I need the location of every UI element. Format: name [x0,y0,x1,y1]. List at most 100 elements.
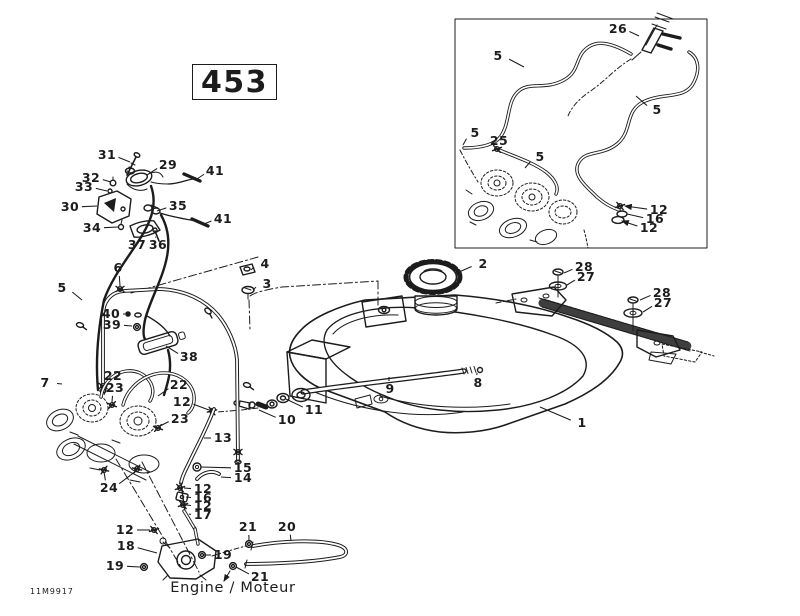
part-callout-12: 12 [639,219,659,235]
model-code-box: 453 [192,64,277,100]
part-callout-38: 38 [179,348,199,364]
part-callout-29: 29 [158,156,178,172]
fasteners-top [130,256,379,331]
model-code: 453 [200,64,269,100]
part-callout-40: 40 [101,305,121,321]
callout-leader-lines [56,31,653,575]
part-callout-41: 41 [205,162,225,178]
tank-flange [361,295,407,328]
primer-pump-29 [124,167,169,191]
part-callout-22: 22 [103,367,123,383]
part-callout-21: 21 [250,568,270,584]
part-callout-10: 10 [277,411,297,427]
fitting-8 [476,366,484,374]
part-callout-12: 12 [115,521,135,537]
part-callout-31: 31 [97,146,117,162]
bolt-washer-stack-b [623,296,643,332]
part-callout-26: 26 [608,20,628,36]
tank-console-opening [323,306,587,413]
pickup-tube [291,366,484,404]
hose-end-41b [190,217,210,228]
part-callout-39: 39 [102,316,122,332]
oil-injection-valve [631,12,682,61]
part-callout-3: 3 [262,275,272,291]
part-callout-37: 37 [127,236,147,252]
seat-rail-bracket [495,268,715,365]
part-callout-5: 5 [535,148,545,164]
part-callout-21: 21 [238,518,258,534]
fuel-pump [139,537,217,581]
bracket-30 [96,190,132,224]
part-callout-23: 23 [170,410,190,426]
part-callout-23: 23 [105,379,125,395]
part-callout-6: 6 [113,259,123,275]
part-callout-24: 24 [99,479,119,495]
clamp-24b [131,464,143,474]
engine-label: Engine / Moteur [170,580,296,596]
vent-line-main [75,285,256,465]
inline-filter-38 [137,331,186,355]
part-callout-18: 18 [116,537,136,553]
bolt-washer-stack-a [548,268,568,298]
part-callout-36: 36 [148,236,168,252]
hose-end-41a [182,172,202,183]
part-callout-11: 11 [304,401,324,417]
screw-3 [241,285,255,295]
part-callout-2: 2 [478,255,488,271]
part-callout-12: 12 [193,480,213,496]
fuel-cap [403,259,463,295]
screw-36 [154,230,160,242]
part-callout-27: 27 [653,294,673,310]
part-callout-35: 35 [168,197,188,213]
carb-vent-hoses [99,369,196,433]
part-callout-16: 16 [193,489,213,505]
inset-detail-box [454,12,708,249]
part-callout-12: 12 [172,393,192,409]
sheet-code: 11M9917 [30,587,74,596]
part-callout-4: 4 [260,255,270,271]
part-callout-5: 5 [652,101,662,117]
part-callout-5: 5 [493,47,503,63]
part-callout-13: 13 [213,429,233,445]
part-callout-1: 1 [577,414,587,430]
primer-assembly [96,152,210,242]
clamp-21b [228,561,238,571]
clamp-21a [244,539,254,549]
part-callout-34: 34 [82,219,102,235]
inset-fitting-stack [611,201,628,225]
part-callout-32: 32 [81,169,101,185]
part-callout-20: 20 [277,518,297,534]
part-callout-41: 41 [213,210,233,226]
part-callout-9: 9 [385,380,395,396]
part-callout-19: 19 [213,546,233,562]
part-callout-12: 12 [193,497,213,513]
inset-fuel-lines [462,41,700,212]
filler-neck [414,295,458,316]
grommet-11 [276,392,290,404]
part-callout-15: 15 [233,459,253,475]
clamp-23a [106,400,118,410]
part-callout-5: 5 [57,279,67,295]
primer-line [167,178,194,185]
part-callout-19: 19 [105,557,125,573]
cable-end-40 [125,311,131,317]
carburetors [46,393,160,483]
clip-nut-4 [239,263,256,276]
part-callout-22: 22 [169,376,189,392]
inset-border [454,18,708,249]
part-callout-30: 30 [60,198,80,214]
part-callout-12: 12 [649,201,669,217]
clamp-12b [174,483,186,493]
outlet-check-valve [216,392,290,413]
screw-34 [117,223,125,231]
nut-19a [139,562,149,572]
inset-carburetors [465,169,589,249]
check-valve-16 [175,491,189,503]
part-callout-33: 33 [74,178,94,194]
part-callout-25: 25 [489,132,509,148]
gasket-37 [129,220,161,238]
nut-39 [132,322,142,332]
part-callout-5: 5 [470,124,480,140]
part-callout-27: 27 [576,268,596,284]
